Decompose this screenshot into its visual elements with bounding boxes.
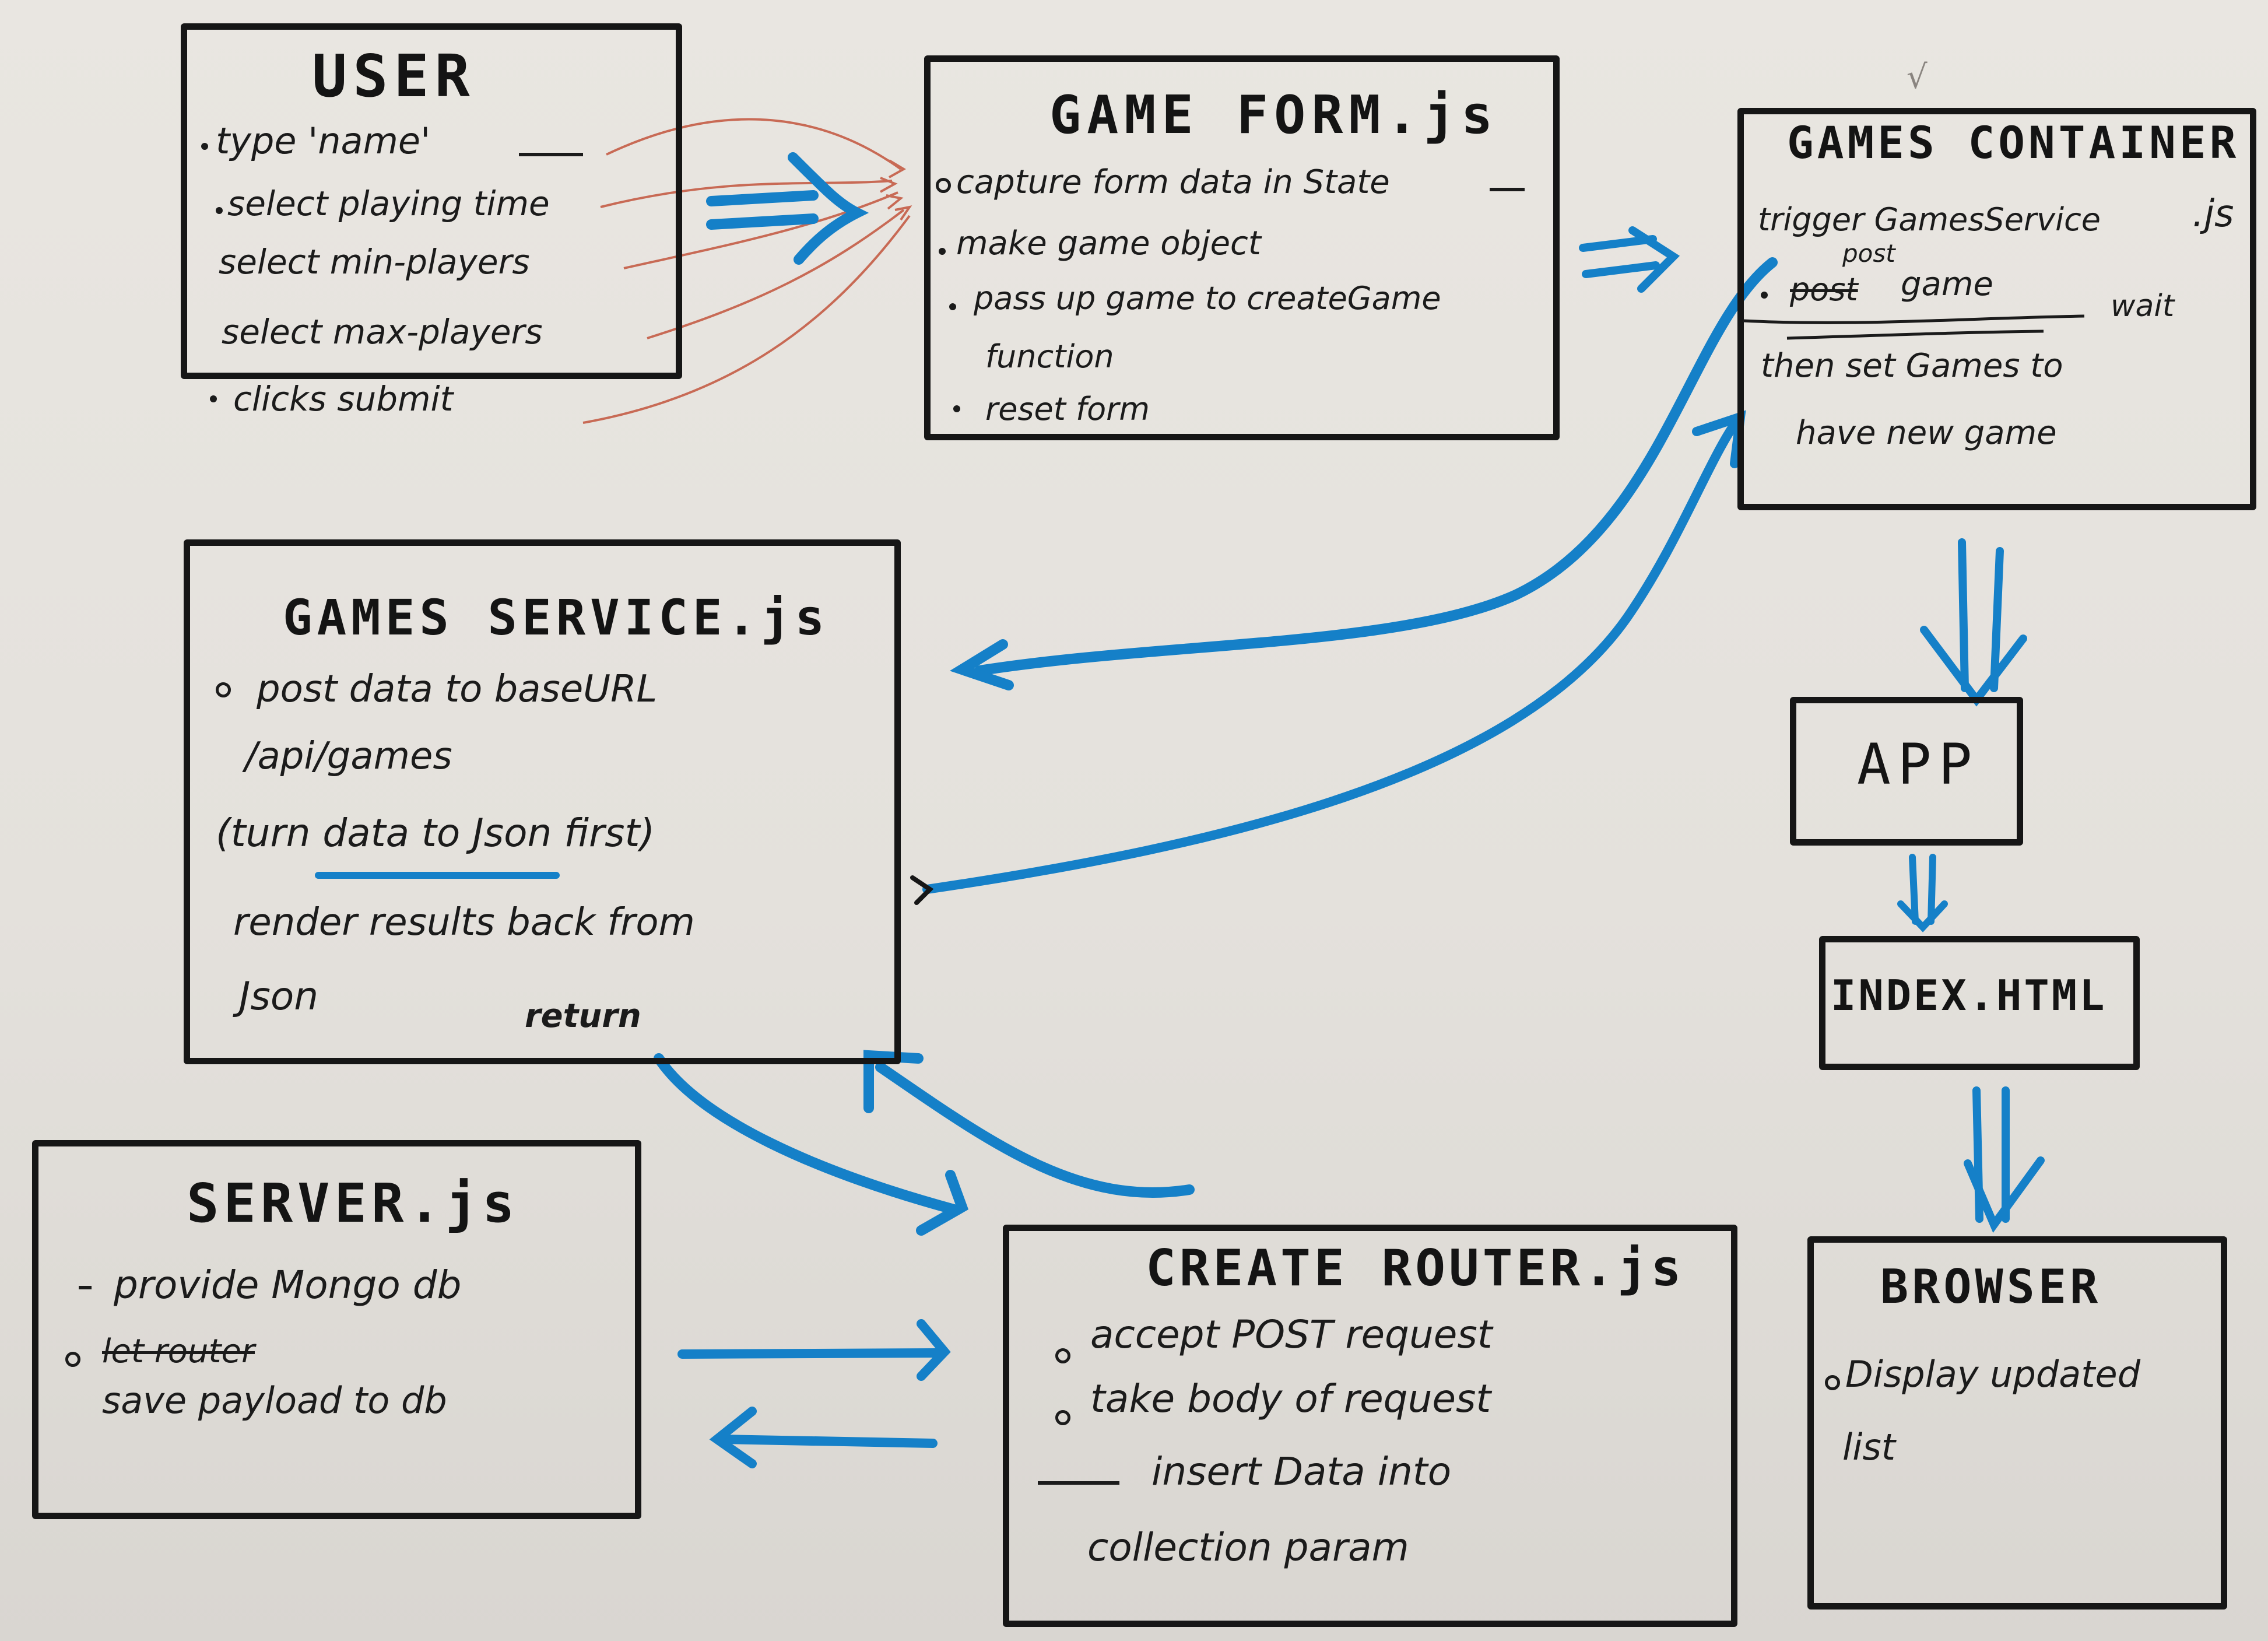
- server-line-1: provide Mongo db: [114, 1263, 462, 1307]
- games-container-post-struck: post: [1790, 271, 1858, 308]
- user-item-3: select min-players: [219, 242, 530, 282]
- games-container-line-5: then set Games to: [1761, 347, 2063, 385]
- browser-title: BROWSER: [1880, 1260, 2102, 1314]
- create-router-line-3: insert Data into: [1151, 1449, 1452, 1494]
- app-title: APP: [1857, 732, 1979, 797]
- browser-box: [1807, 1236, 2227, 1610]
- arrow-router-to-server: [709, 1407, 938, 1468]
- server-line-2-struck: let router: [102, 1333, 255, 1370]
- create-router-box: [1003, 1225, 1737, 1627]
- game-form-item-4: function: [985, 338, 1114, 375]
- game-form-bullet-3: [949, 303, 956, 310]
- index-html-title: INDEX.HTML: [1831, 971, 2107, 1020]
- user-box: [181, 23, 682, 379]
- create-router-dash-3: [1038, 1481, 1119, 1485]
- browser-bullet-1: [1825, 1375, 1840, 1390]
- games-service-line-2: /api/games: [245, 735, 452, 778]
- server-dash-1: [79, 1286, 92, 1289]
- games-service-line-4: render results back from: [233, 901, 695, 944]
- server-line-3: save payload to db: [102, 1379, 447, 1422]
- games-service-bullet-1: [216, 682, 231, 697]
- container-tick-mark: √: [1907, 58, 1928, 96]
- game-form-item-2: make game object: [956, 225, 1261, 262]
- game-form-item-5: reset form: [985, 391, 1150, 427]
- app-box: [1790, 697, 2023, 846]
- user-item-4: select max-players: [222, 312, 543, 352]
- game-form-item-3: pass up game to createGame: [974, 280, 1441, 317]
- double-arrow-user-form: [706, 152, 869, 265]
- games-container-underline: [1743, 314, 2085, 340]
- games-container-box: [1737, 108, 2256, 510]
- user-item-1: type 'name': [216, 120, 431, 162]
- games-service-line-1: post data to baseURL: [257, 668, 658, 711]
- double-arrow-form-container: [1579, 226, 1680, 293]
- double-arrow-container-app: [1920, 538, 2027, 707]
- games-service-return-label: return: [525, 997, 641, 1035]
- user-to-form-thin-lines: [582, 118, 912, 424]
- user-dash-1: [519, 153, 583, 156]
- games-container-wait: wait: [2111, 289, 2175, 324]
- arrow-server-to-router: [677, 1319, 951, 1381]
- user-bullet-1: [201, 143, 208, 150]
- server-box: [32, 1140, 641, 1519]
- user-bullet-2: [216, 207, 223, 214]
- games-container-post-insert: post: [1842, 239, 1895, 268]
- create-router-line-2: take body of request: [1090, 1376, 1491, 1421]
- games-container-game: game: [1901, 265, 1993, 303]
- user-item-5: clicks submit: [233, 379, 454, 419]
- games-container-title: GAMES CONTAINER: [1787, 117, 2240, 169]
- browser-line-1: Display updated: [1845, 1353, 2141, 1395]
- browser-line-2: list: [1842, 1426, 1896, 1468]
- arrow-router-to-service: [863, 1050, 1195, 1198]
- server-title: SERVER.js: [187, 1172, 519, 1235]
- arrow-service-to-router: [654, 1053, 969, 1236]
- game-form-dash-1: [1490, 188, 1525, 191]
- game-form-bullet-1: [936, 178, 951, 193]
- user-title: USER: [312, 42, 476, 110]
- user-bullet-5: [210, 395, 217, 402]
- games-service-title: GAMES SERVICE.js: [283, 589, 830, 646]
- games-container-bullet-2: [1761, 292, 1768, 299]
- games-service-box: [184, 539, 901, 1064]
- games-container-suffix: .js: [2192, 192, 2234, 236]
- user-item-2: select playing time: [227, 184, 550, 223]
- index-html-box: [1819, 936, 2140, 1070]
- game-form-box: [924, 55, 1560, 440]
- server-bullet-2: [65, 1352, 80, 1367]
- create-router-line-1: accept POST request: [1090, 1312, 1493, 1357]
- games-container-line-6: have new game: [1796, 414, 2057, 452]
- game-form-item-1: capture form data in State: [956, 163, 1390, 201]
- game-form-bullet-2: [939, 248, 946, 255]
- create-router-bullet-1: [1055, 1348, 1070, 1363]
- double-arrow-app-index: [1897, 854, 1948, 932]
- games-service-line-3: (turn data to Json first): [216, 811, 655, 855]
- games-service-line-5: Json: [239, 974, 319, 1019]
- games-service-json-underline: [315, 872, 560, 879]
- game-form-bullet-5: [953, 405, 960, 412]
- games-container-line-1: trigger GamesService: [1758, 201, 2101, 238]
- double-arrow-index-browser: [1964, 1086, 2045, 1233]
- game-form-title: GAME FORM.js: [1049, 85, 1499, 146]
- arrow-container-to-service: [949, 257, 1778, 690]
- create-router-bullet-2: [1055, 1410, 1070, 1425]
- create-router-title: CREATE ROUTER.js: [1146, 1239, 1685, 1298]
- create-router-line-4: collection param: [1087, 1525, 1409, 1570]
